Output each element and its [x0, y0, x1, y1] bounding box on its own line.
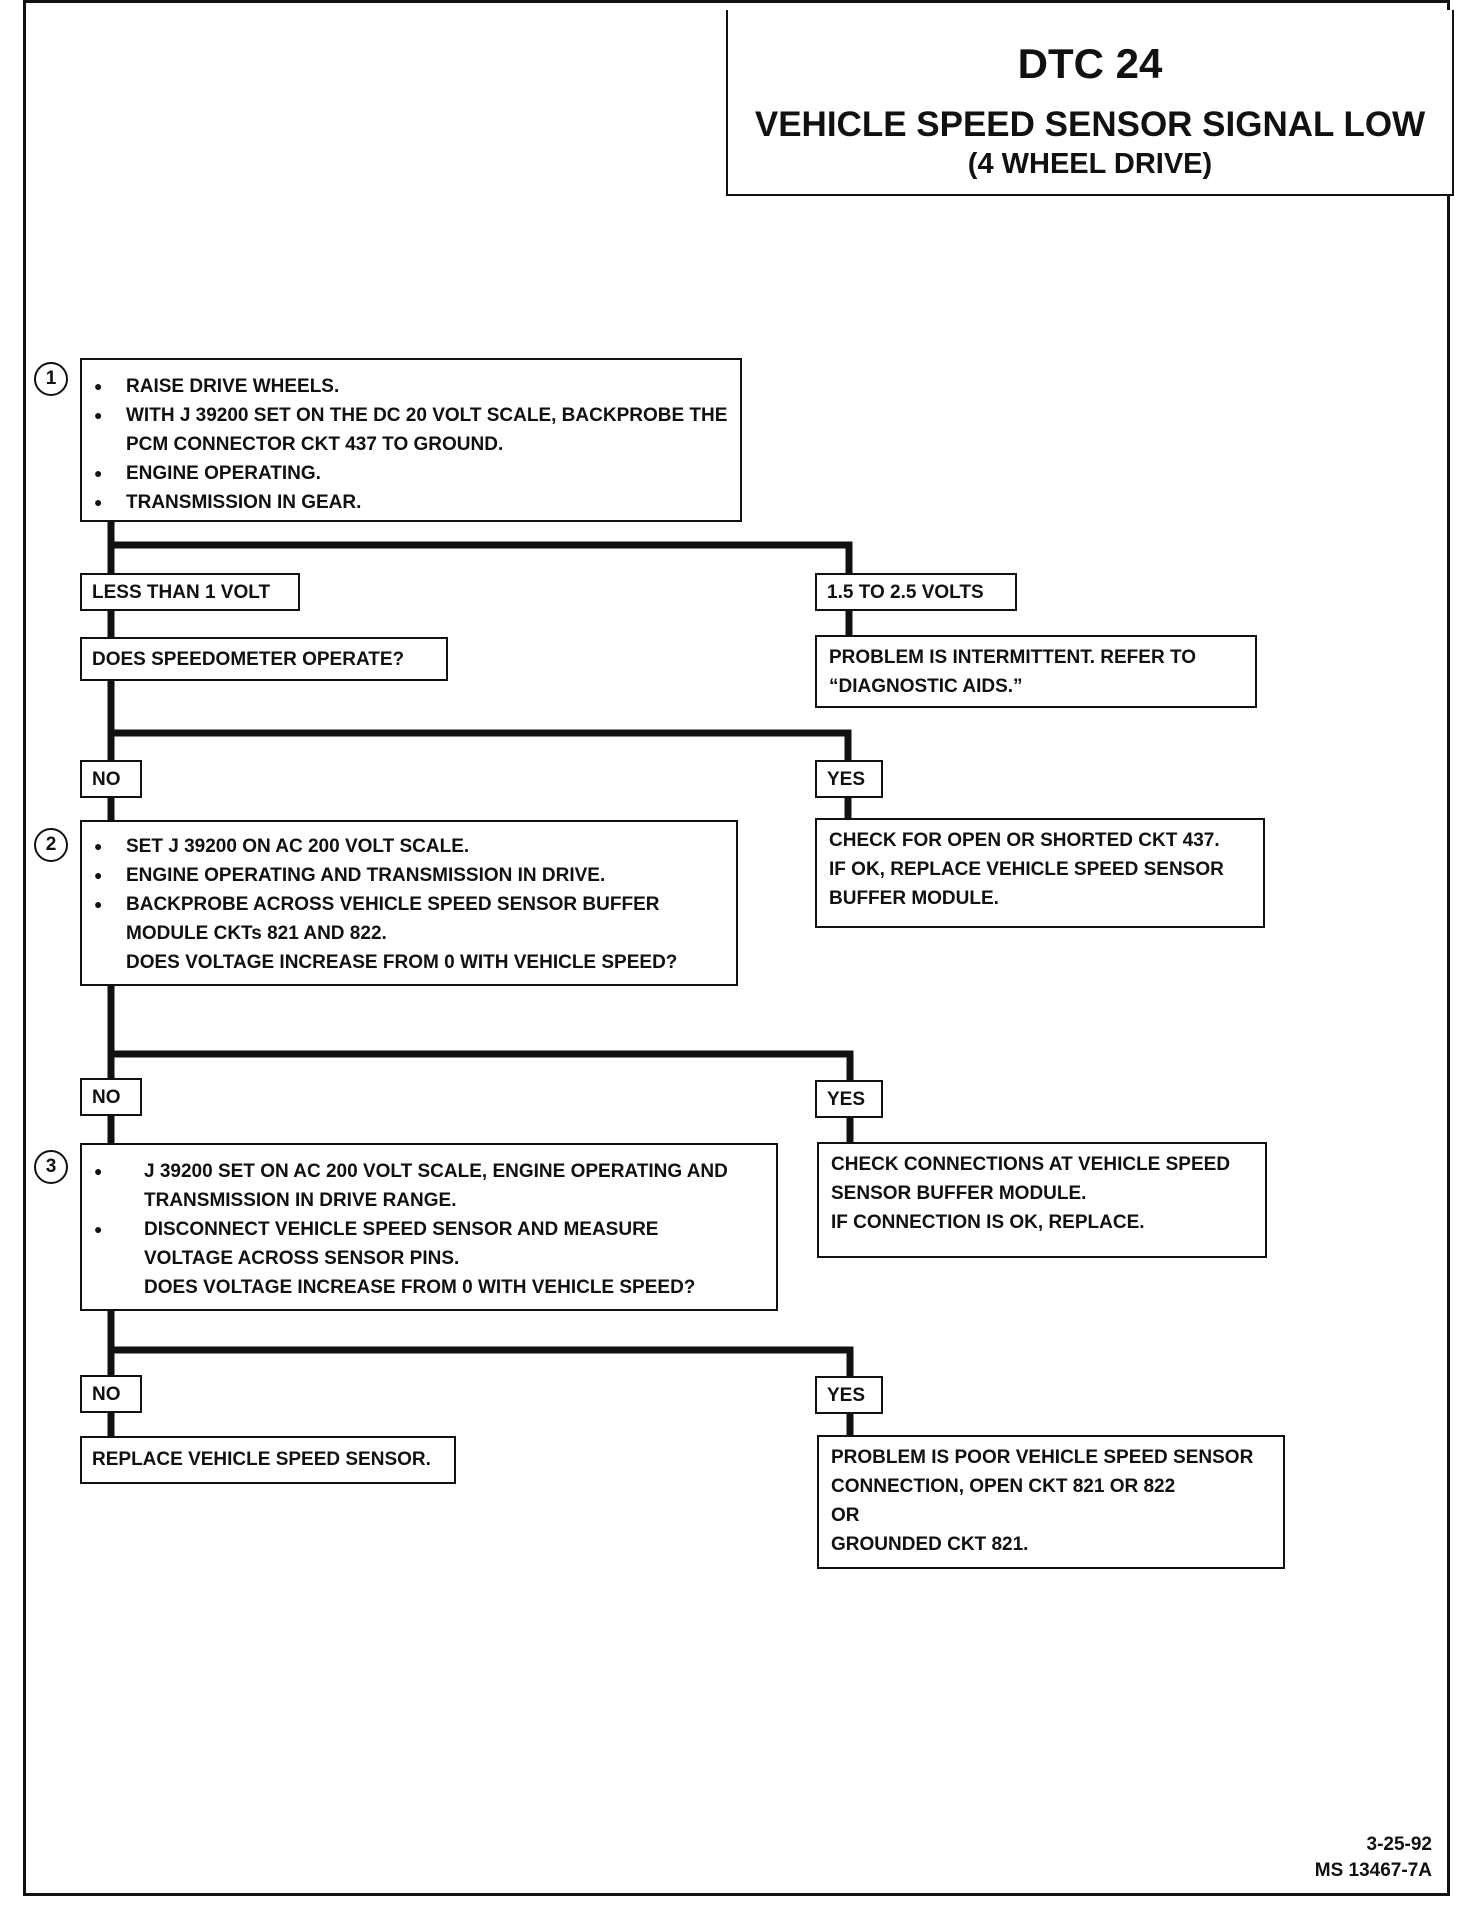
connector-q-split	[107, 678, 852, 766]
step-2-item: ENGINE OPERATING AND TRANSMISSION IN DRI…	[82, 861, 736, 890]
footer-code: MS 13467-7A	[1314, 1860, 1432, 1881]
step-3-box: J 39200 SET ON AC 200 VOLT SCALE, ENGINE…	[80, 1143, 778, 1311]
label-yes: YES	[815, 1080, 883, 1118]
step-3-number: 3	[34, 1150, 68, 1184]
connector-step3-split	[107, 1306, 854, 1382]
step-1-item: RAISE DRIVE WHEELS.	[82, 372, 740, 401]
footer-ref: 3-25-92 MS 13467-7A	[1315, 1832, 1432, 1884]
step-2-item: SET J 39200 ON AC 200 VOLT SCALE.	[82, 832, 736, 861]
label-1-5-to-2-5-volts: 1.5 TO 2.5 VOLTS	[815, 573, 1017, 611]
footer-date: 3-25-92	[1366, 1834, 1433, 1855]
step-2-item: BACKPROBE ACROSS VEHICLE SPEED SENSOR BU…	[82, 890, 736, 948]
header-subtitle: (4 WHEEL DRIVE)	[967, 148, 1213, 180]
result-replace-sensor: REPLACE VEHICLE SPEED SENSOR.	[80, 1436, 456, 1484]
step-3-item: DISCONNECT VEHICLE SPEED SENSOR AND MEAS…	[82, 1215, 776, 1273]
result-check-connections: CHECK CONNECTIONS AT VEHICLE SPEED SENSO…	[817, 1142, 1267, 1258]
step-3-question: DOES VOLTAGE INCREASE FROM 0 WITH VEHICL…	[144, 1277, 696, 1298]
step-1-number: 1	[34, 362, 68, 396]
label-yes: YES	[815, 1376, 883, 1414]
connector-step2-split	[107, 981, 854, 1086]
step-2-question: DOES VOLTAGE INCREASE FROM 0 WITH VEHICL…	[126, 952, 678, 973]
connector-step1	[107, 516, 853, 579]
header-title: VEHICLE SPEED SENSOR SIGNAL LOW	[754, 105, 1426, 144]
label-less-than-1-volt: LESS THAN 1 VOLT	[80, 573, 300, 611]
result-poor-connection: PROBLEM IS POOR VEHICLE SPEED SENSOR CON…	[817, 1435, 1285, 1569]
question-speedometer: DOES SPEEDOMETER OPERATE?	[80, 637, 448, 681]
step-3-item: J 39200 SET ON AC 200 VOLT SCALE, ENGINE…	[82, 1157, 776, 1215]
step-2-box: SET J 39200 ON AC 200 VOLT SCALE. ENGINE…	[80, 820, 738, 986]
result-intermittent: PROBLEM IS INTERMITTENT. REFER TO “DIAGN…	[815, 635, 1257, 708]
dtc-code: DTC 24	[1017, 40, 1163, 87]
header-box: DTC 24 VEHICLE SPEED SENSOR SIGNAL LOW (…	[726, 10, 1454, 196]
step-1-box: RAISE DRIVE WHEELS. WITH J 39200 SET ON …	[80, 358, 742, 522]
label-yes: YES	[815, 760, 883, 798]
label-no: NO	[80, 1078, 142, 1116]
result-check-ckt437: CHECK FOR OPEN OR SHORTED CKT 437. IF OK…	[815, 818, 1265, 928]
step-1-item: TRANSMISSION IN GEAR.	[82, 488, 740, 517]
step-1-item: WITH J 39200 SET ON THE DC 20 VOLT SCALE…	[82, 401, 740, 459]
step-2-number: 2	[34, 828, 68, 862]
step-1-item: ENGINE OPERATING.	[82, 459, 740, 488]
label-no: NO	[80, 760, 142, 798]
page-frame	[23, 0, 1450, 1896]
label-no: NO	[80, 1375, 142, 1413]
